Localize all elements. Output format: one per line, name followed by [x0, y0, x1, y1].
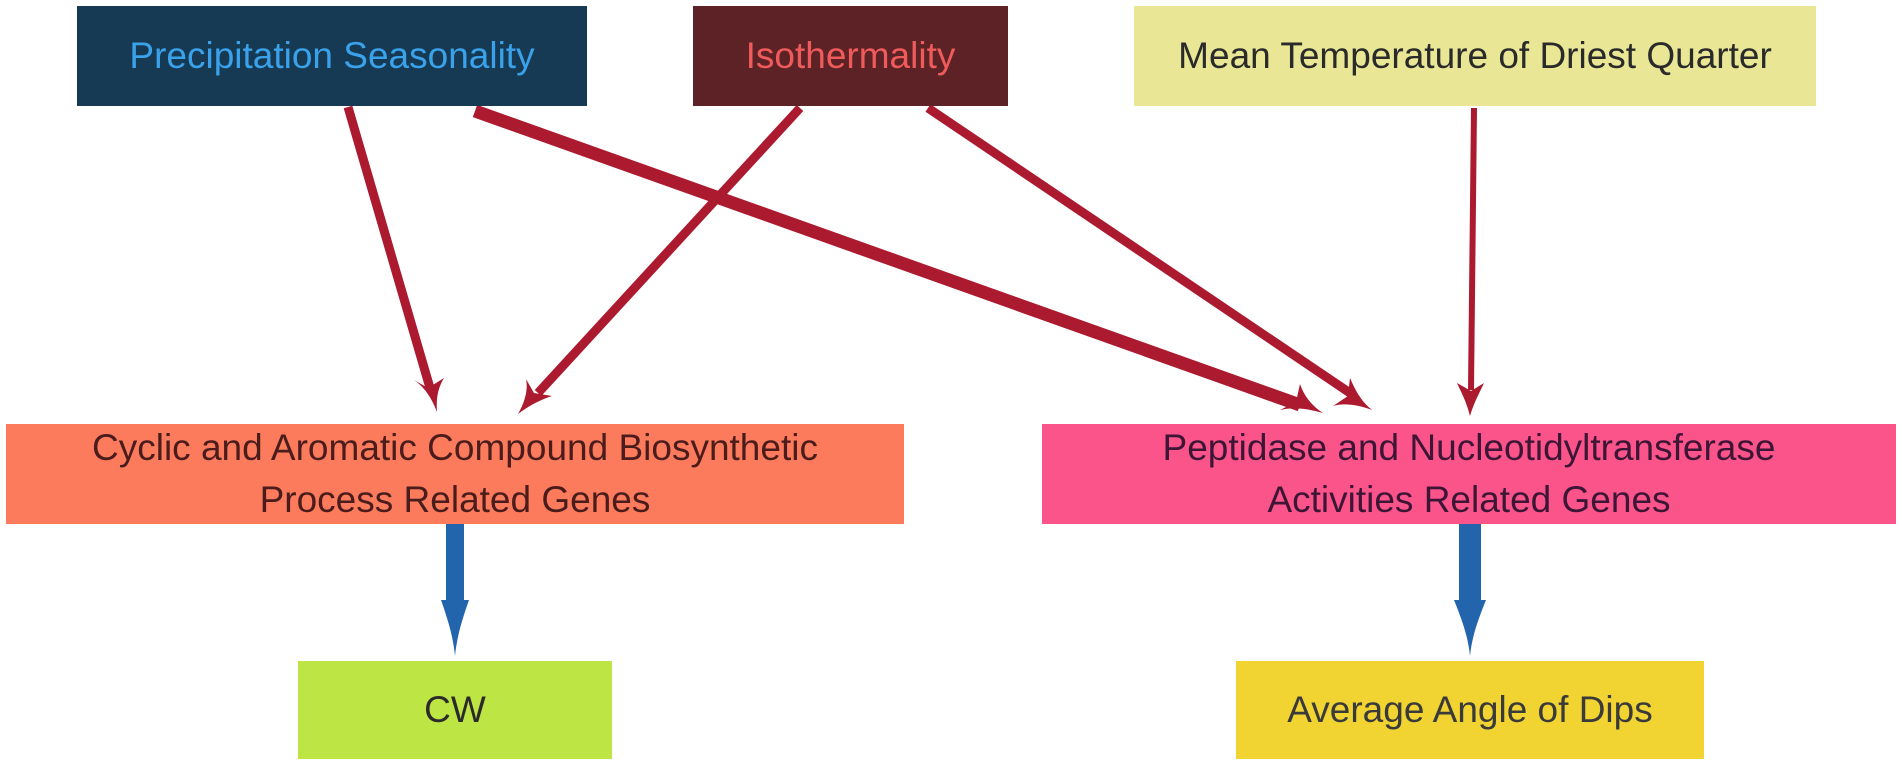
node-mean-temperature-driest-quarter: Mean Temperature of Driest Quarter — [1134, 6, 1816, 106]
arrowhead — [1454, 600, 1486, 656]
arrow-cyclic-to-cw — [441, 524, 469, 656]
arrowhead — [1457, 383, 1484, 416]
edge-shaft — [1459, 524, 1481, 604]
node-label-line-2: Activities Related Genes — [1267, 479, 1671, 520]
arrow-mtdq-to-pept — [1457, 107, 1484, 416]
arrowhead — [1333, 378, 1372, 410]
arrowhead — [441, 600, 469, 656]
edge-line — [343, 105, 435, 390]
node-precipitation-seasonality: Precipitation Seasonality — [77, 6, 587, 106]
node-label: CW — [424, 689, 486, 730]
arrow-precip-to-pept — [472, 104, 1323, 413]
node-label: Mean Temperature of Driest Quarter — [1178, 35, 1772, 76]
node-average-angle-of-dips: Average Angle of Dips — [1236, 661, 1704, 759]
node-cw: CW — [298, 661, 612, 759]
node-label: Isothermality — [745, 35, 956, 76]
arrow-precip-to-cyclic — [343, 105, 444, 412]
arrowhead — [1280, 384, 1323, 413]
arrow-iso-to-cyclic — [518, 104, 804, 414]
node-cyclic-aromatic-genes: Cyclic and Aromatic Compound Biosyntheti… — [6, 424, 904, 524]
edge-line — [472, 104, 1303, 412]
edge-line — [925, 104, 1356, 399]
arrow-pept-to-dips — [1454, 524, 1486, 656]
node-label-line-2: Process Related Genes — [259, 479, 651, 520]
arrowhead — [414, 378, 444, 412]
edge-shaft — [446, 524, 464, 604]
node-label-line-1: Peptidase and Nucleotidyltransferase — [1162, 427, 1776, 468]
node-isothermality: Isothermality — [693, 6, 1008, 106]
arrow-iso-to-pept — [925, 104, 1372, 410]
edge-line — [534, 104, 804, 397]
arrowhead — [518, 379, 552, 414]
edge-line — [1468, 107, 1477, 391]
node-label: Precipitation Seasonality — [129, 35, 535, 76]
node-label: Average Angle of Dips — [1287, 689, 1653, 730]
node-label-line-1: Cyclic and Aromatic Compound Biosyntheti… — [92, 427, 818, 468]
node-peptidase-nucleotidyltransferase-genes: Peptidase and Nucleotidyltransferase Act… — [1042, 424, 1896, 524]
